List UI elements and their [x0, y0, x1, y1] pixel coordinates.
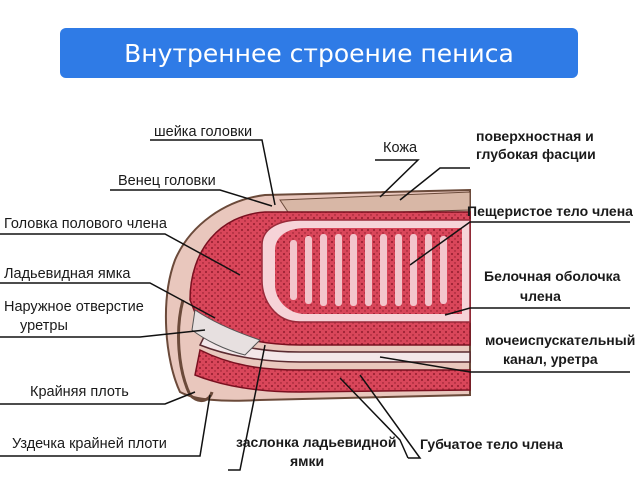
label-neck: шейка головки — [154, 124, 253, 140]
label-corona: Венец головки — [118, 173, 216, 189]
label-glans: Головка полового члена — [4, 216, 167, 232]
navicular-fossa — [191, 309, 261, 356]
leader-lines — [0, 139, 630, 471]
label-urethra-1: мочеиспускательный — [485, 332, 636, 348]
label-fascia-2: глубокая фасции — [476, 146, 596, 162]
leader-glans — [0, 233, 241, 276]
label-frenulum: Уздечка крайней плоти — [12, 436, 167, 452]
leader-frenulum — [0, 394, 211, 457]
label-skin: Кожа — [383, 140, 418, 156]
title-banner: Внутреннее строение пениса — [60, 28, 578, 78]
label-fascia-1: поверхностная и — [476, 128, 594, 144]
leader-neck — [150, 139, 276, 206]
label-spongiosum: Губчатое тело члена — [420, 436, 563, 452]
label-opening-1: Наружное отверстие — [4, 299, 144, 315]
leader-opening — [0, 329, 206, 338]
leader-spongiosum — [359, 374, 422, 459]
leader-fascia — [399, 167, 470, 201]
label-navicular: Ладьевидная ямка — [4, 266, 131, 282]
leader-urethra — [379, 356, 630, 373]
label-foreskin: Крайняя плоть — [30, 384, 129, 400]
label-tunica-1: Белочная оболочка — [484, 268, 621, 284]
leader-foreskin — [0, 391, 196, 405]
leader-cavernous — [409, 221, 630, 266]
spongiosum-tissue — [194, 348, 471, 393]
title-text: Внутреннее строение пениса — [124, 38, 514, 68]
leader-tunica — [444, 307, 630, 316]
leader-navicular — [0, 282, 216, 319]
cavernous-septa — [290, 234, 447, 306]
label-valve-1: заслонка ладьевидной — [236, 434, 397, 450]
leader-corona — [110, 189, 273, 207]
label-tunica-2: члена — [520, 288, 561, 304]
label-cavernous: Пещеристое тело члена — [467, 203, 633, 219]
leader-spongiosum-2 — [339, 377, 409, 459]
label-urethra-2: канал, уретра — [503, 351, 598, 367]
label-valve-2: ямки — [290, 453, 325, 469]
leader-valve — [228, 344, 266, 471]
leader-skin — [375, 159, 420, 198]
foreskin-fold — [177, 299, 214, 403]
label-opening-2: уретры — [20, 318, 68, 334]
